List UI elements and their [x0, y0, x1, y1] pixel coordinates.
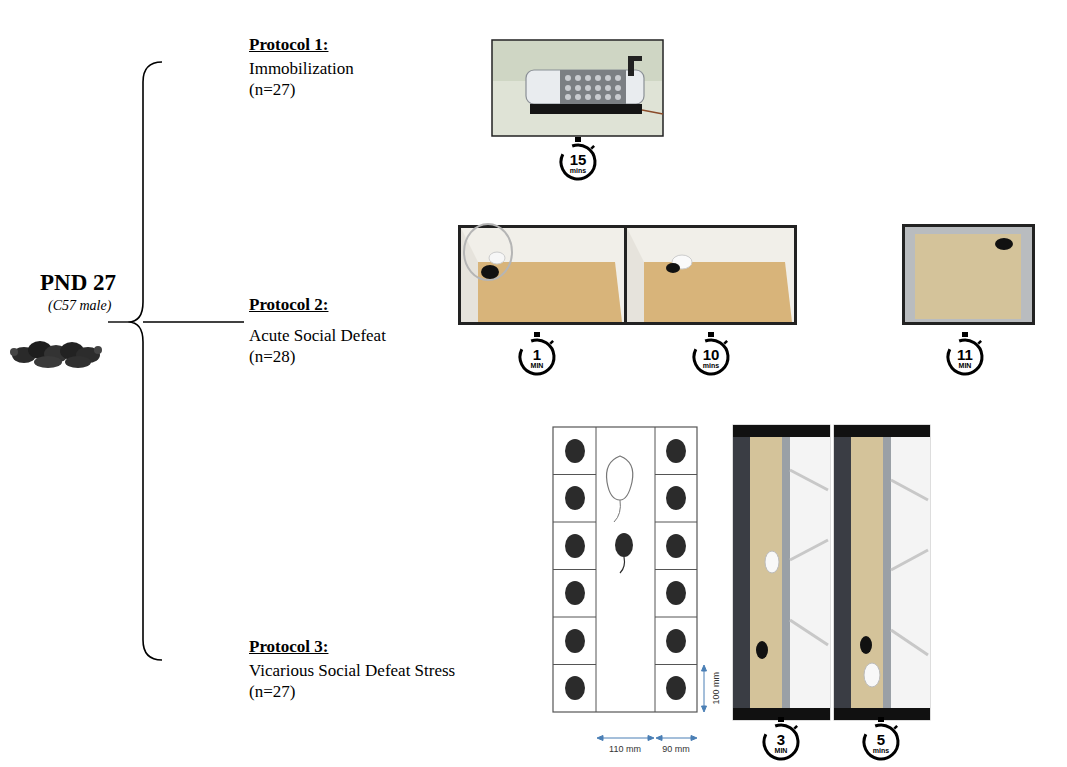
protocol-name: Vicarious Social Defeat Stress [249, 661, 455, 681]
timer-unit: mins [559, 167, 597, 174]
timer-unit: mins [862, 747, 900, 754]
strain-label: (C57 male) [48, 298, 111, 314]
timer-unit: MIN [518, 362, 556, 369]
timer-number: 5 [862, 732, 900, 747]
timer-icon: 11MIN [946, 338, 984, 376]
bracket-line [143, 321, 244, 322]
protocol-heading: Protocol 1: [249, 35, 328, 55]
protocol-heading: Protocol 2: [249, 295, 328, 315]
bracket-line [108, 321, 128, 322]
mice-photo [10, 341, 102, 368]
sample-size: (n=28) [249, 347, 295, 367]
restrainer-photo [492, 40, 663, 136]
timer-number: 3 [762, 732, 800, 747]
timer-number: 10 [692, 347, 730, 362]
arena-schematic [553, 427, 707, 741]
protocol-heading: Protocol 3: [249, 637, 328, 657]
arena-photo [834, 425, 930, 720]
timer-unit: mins [692, 362, 730, 369]
bracket [128, 62, 162, 660]
dimension-label: 90 mm [662, 744, 690, 754]
cage-photo [902, 224, 1035, 325]
defeat-photo [458, 224, 797, 325]
dimension-label: 100 mm [711, 672, 721, 705]
arena-photo [733, 425, 830, 720]
timer-icon: 15mins [559, 143, 597, 181]
dimension-label: 110 mm [609, 744, 641, 754]
timer-number: 15 [559, 152, 597, 167]
sample-size: (n=27) [249, 682, 295, 702]
timer-icon: 10mins [692, 338, 730, 376]
protocol-name: Immobilization [249, 59, 354, 79]
timer-number: 11 [946, 347, 984, 362]
sample-size: (n=27) [249, 80, 295, 100]
timer-unit: MIN [946, 362, 984, 369]
protocol-name: Acute Social Defeat [249, 326, 386, 346]
age-label: PND 27 [40, 270, 116, 296]
timer-unit: MIN [762, 747, 800, 754]
timer-icon: 5mins [862, 723, 900, 761]
timer-icon: 1MIN [518, 338, 556, 376]
timer-number: 1 [518, 347, 556, 362]
timer-icon: 3MIN [762, 723, 800, 761]
